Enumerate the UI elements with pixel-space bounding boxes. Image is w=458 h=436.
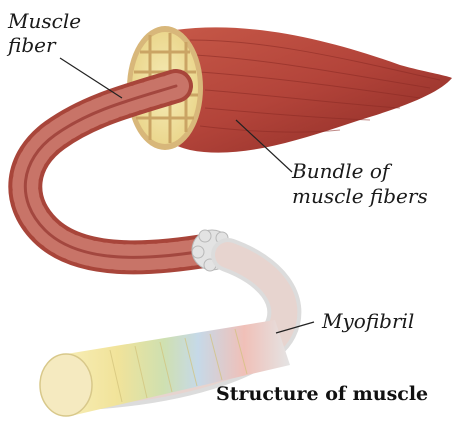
diagram-caption: Structure of muscle [216, 383, 428, 405]
label-muscle-fiber-line2: fiber [8, 34, 56, 56]
myofibril-cross-section [40, 354, 92, 416]
label-bundle-line1: Bundle of [292, 160, 389, 182]
label-myofibril: Myofibril [322, 310, 414, 332]
label-muscle-fiber-line1: Muscle [8, 10, 81, 32]
label-bundle-line2: muscle fibers [292, 185, 428, 207]
